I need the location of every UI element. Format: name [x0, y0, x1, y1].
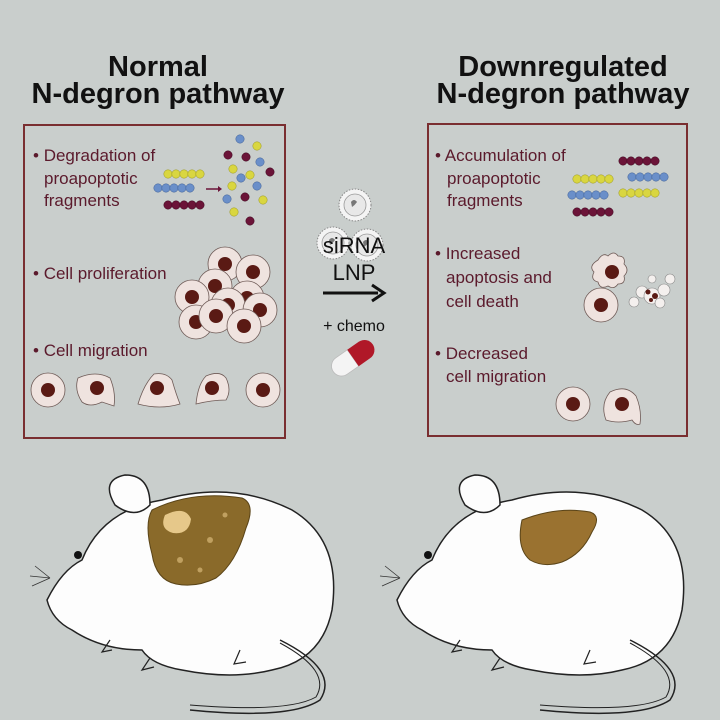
pill-capsule-icon [331, 340, 375, 377]
normal-pathway-panel: • Degradation of proapoptotic fragments … [23, 124, 286, 439]
apoptotic-bodies-icon [628, 273, 676, 309]
right-bullet-1-line3: fragments [447, 191, 523, 210]
right-bullet-3: • Decreased [435, 344, 528, 363]
left-bullet-1-line3: fragments [44, 191, 120, 210]
right-bullet-2-line2: apoptosis and [446, 268, 552, 287]
left-bullet-3: • Cell migration [33, 341, 148, 360]
left-bullet-1: • Degradation of [33, 146, 155, 165]
sirna-label: siRNA [323, 233, 386, 258]
chemo-label: + chemo [323, 318, 385, 335]
right-panel-border [427, 123, 688, 437]
downregulated-pathway-panel: • Accumulation of proapoptotic fragments… [427, 123, 688, 437]
left-panel-border [23, 124, 286, 439]
treatment-arrow-icon [323, 283, 387, 303]
left-bullet-2: • Cell proliferation [33, 264, 167, 283]
right-bullet-2: • Increased [435, 244, 520, 263]
mouse-with-healthy-liver-icon [379, 474, 685, 715]
degraded-fragments-icon [222, 134, 275, 226]
left-bullet-1-line2: proapoptotic [44, 169, 138, 188]
right-bullet-2-line3: cell death [446, 292, 519, 311]
apoptotic-cells-icon [583, 252, 676, 323]
treatment: siRNA LNP + chemo [316, 188, 387, 377]
right-bullet-1: • Accumulation of [435, 146, 566, 165]
lnp-label: LNP [333, 260, 376, 285]
non-migrating-cells-icon [555, 386, 641, 425]
accumulated-fragments-icon [567, 156, 669, 217]
left-title-line2: N-degron pathway [32, 78, 285, 110]
migrating-cells-icon [30, 372, 281, 408]
right-bullet-3-line2: cell migration [446, 367, 546, 386]
arrow-icon [206, 186, 222, 192]
left-title-line1: Normal [108, 51, 208, 83]
right-title-line2: N-degron pathway [437, 78, 690, 110]
intact-fragments-icon [153, 169, 205, 210]
right-title-line1: Downregulated [458, 51, 667, 83]
right-bullet-1-line2: proapoptotic [447, 169, 541, 188]
healthy-liver-icon [519, 509, 597, 566]
proliferating-cells-icon [174, 246, 278, 344]
mouse-with-tumorous-liver-icon [29, 474, 335, 715]
